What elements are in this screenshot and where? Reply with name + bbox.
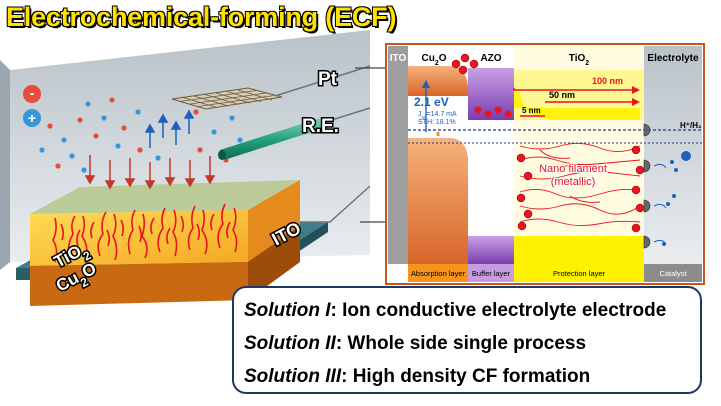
tio2-surface bbox=[30, 180, 300, 214]
pt-label: Pt bbox=[318, 69, 338, 90]
tio2-region bbox=[514, 46, 644, 264]
svg-text:Jsc=14.7 mA: Jsc=14.7 mA bbox=[418, 111, 457, 121]
absorption-layer-tag bbox=[408, 264, 468, 282]
catalyst-tag bbox=[644, 264, 702, 282]
solution-item-3: Solution III: High density CF formation bbox=[244, 360, 686, 393]
electrons bbox=[451, 53, 512, 118]
svg-text:-: - bbox=[30, 85, 35, 101]
solution-text: : Ion conductive electrolyte electrode bbox=[330, 300, 667, 321]
svg-text:50 nm: 50 nm bbox=[549, 90, 575, 100]
svg-text:TiO2: TiO2 bbox=[569, 53, 589, 67]
nano-filaments bbox=[519, 143, 641, 227]
solution-label: Solution II bbox=[244, 333, 336, 354]
svg-text:Catalyst: Catalyst bbox=[659, 269, 687, 278]
svg-text:100 nm: 100 nm bbox=[592, 76, 623, 86]
electrolyte-region bbox=[644, 46, 702, 264]
svg-text:Electrolyte: Electrolyte bbox=[647, 53, 699, 64]
hydrogen-arrows bbox=[144, 109, 195, 148]
ions bbox=[39, 97, 243, 173]
svg-text:AZO: AZO bbox=[480, 53, 501, 64]
solution-item-1: Solution I: Ion conductive electrolyte e… bbox=[244, 294, 686, 327]
anion-legend: - bbox=[23, 85, 41, 103]
solution-text: : Whole side single process bbox=[335, 333, 587, 354]
cation-legend: + bbox=[23, 109, 41, 127]
reference-electrode bbox=[218, 107, 371, 160]
svg-text:Buffer layer: Buffer layer bbox=[472, 269, 511, 278]
buffer-layer-tag bbox=[468, 264, 514, 282]
svg-text:Cu2O: Cu2O bbox=[421, 53, 446, 67]
cu2o-layer bbox=[30, 262, 248, 306]
svg-text:STH: 18.1%: STH: 18.1% bbox=[418, 119, 456, 126]
solution-text: : High density CF formation bbox=[341, 366, 591, 387]
solutions-box: Solution I: Ion conductive electrolyte e… bbox=[232, 286, 702, 394]
ito-region bbox=[388, 46, 408, 264]
page-title: Electrochemical-forming (ECF) bbox=[5, 1, 397, 33]
re-label: R.E. bbox=[302, 116, 339, 137]
band-diagram: ITO Cu2O AZO TiO2 Electrolyte 100 nm 50 … bbox=[385, 43, 705, 285]
svg-text:ITO: ITO bbox=[390, 53, 407, 64]
svg-text:Protection layer: Protection layer bbox=[553, 269, 606, 278]
pt-electrode bbox=[171, 65, 371, 110]
ion-drift-arrows bbox=[84, 155, 216, 190]
svg-text:(metallic): (metallic) bbox=[551, 176, 596, 188]
svg-text:Absorption layer: Absorption layer bbox=[411, 269, 466, 278]
solution-label: Solution I bbox=[244, 300, 331, 321]
svg-text:5 nm: 5 nm bbox=[522, 106, 541, 115]
solution-label: Solution III bbox=[244, 366, 342, 387]
protection-layer-tag bbox=[514, 264, 644, 282]
svg-text:+: + bbox=[28, 110, 36, 126]
device-filaments bbox=[52, 203, 238, 263]
svg-text:2.1 eV: 2.1 eV bbox=[414, 95, 449, 109]
solution-item-2: Solution II: Whole side single process bbox=[244, 327, 686, 360]
svg-text:Nano filament: Nano filament bbox=[539, 163, 607, 175]
svg-text:H⁺/H₂: H⁺/H₂ bbox=[680, 121, 702, 130]
